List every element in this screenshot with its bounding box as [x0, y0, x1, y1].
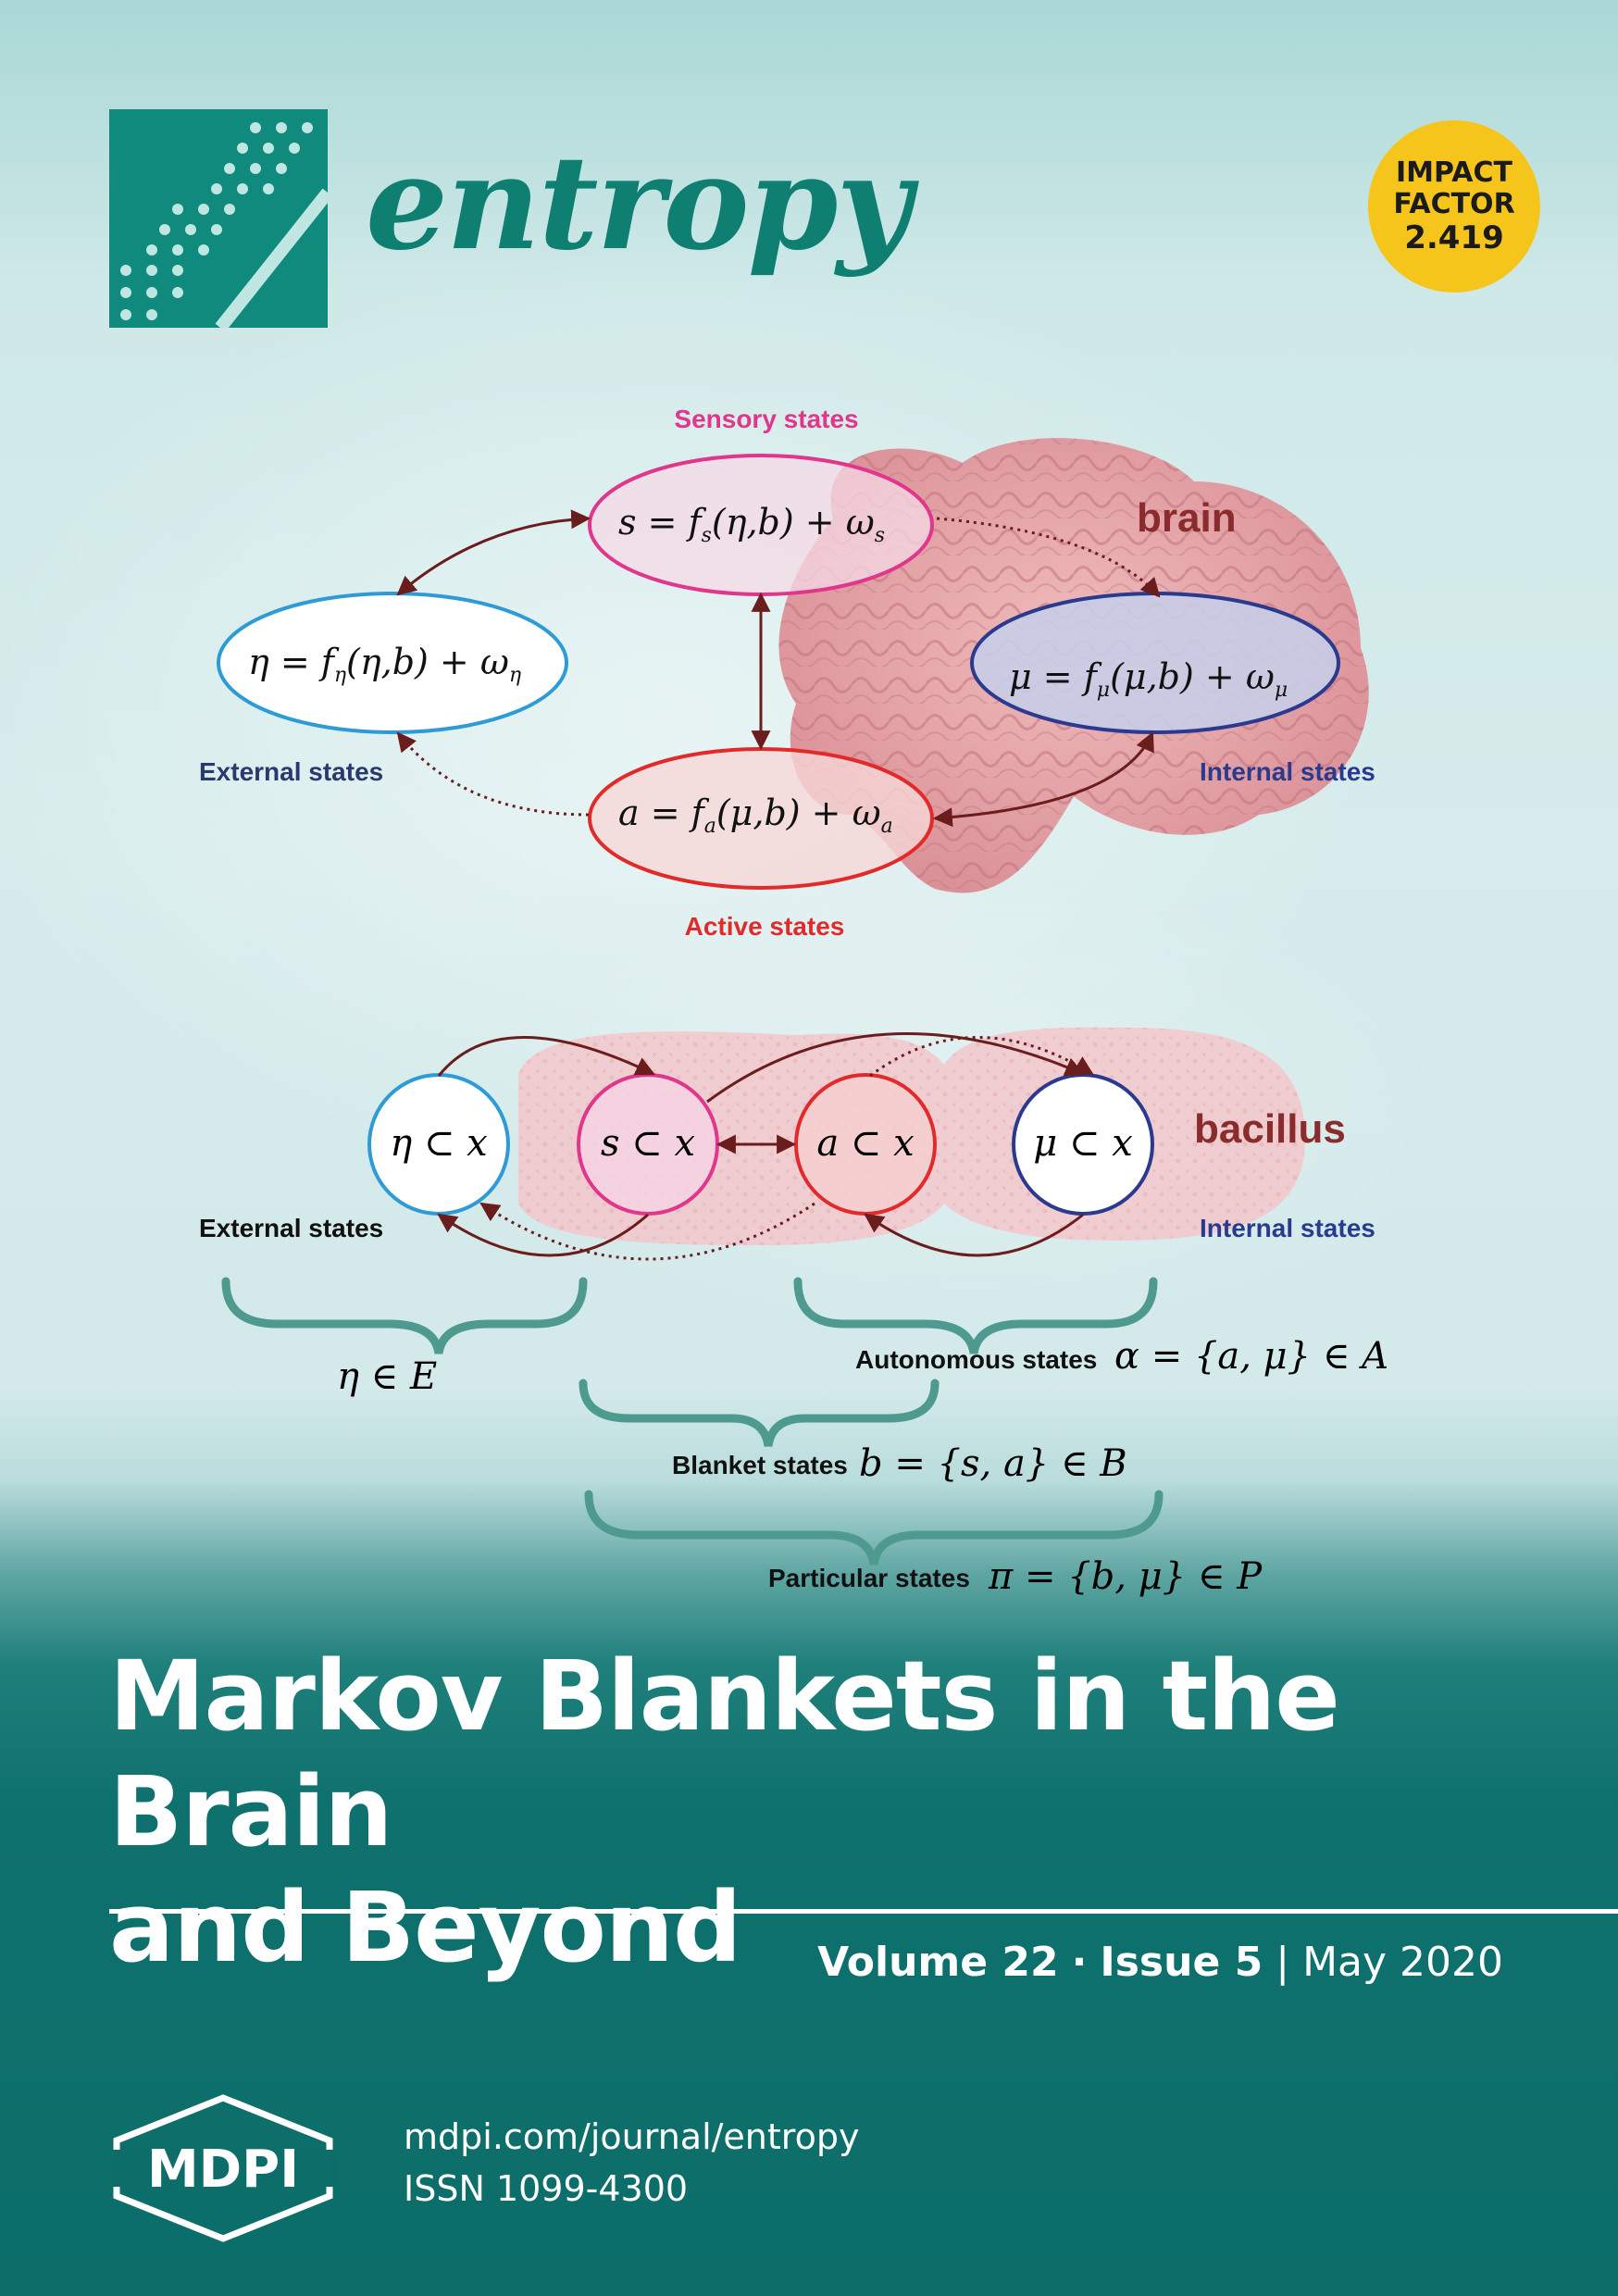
brace-blanket	[579, 1379, 940, 1447]
autonomous-set-math: α = {a, μ} ∈ A	[1114, 1335, 1388, 1378]
title-divider	[109, 1909, 1618, 1914]
issue-separator: ·	[1071, 1939, 1088, 1986]
internal-equation: μ = fμ(μ,b) + ωμ	[1009, 656, 1288, 702]
issue-pipe: |	[1276, 1939, 1290, 1986]
impact-label-2: FACTOR	[1393, 187, 1515, 220]
internal-states-label: Internal states	[1200, 757, 1375, 786]
arrow-b-active-external	[479, 1202, 815, 1261]
active-states-label: Active states	[685, 912, 845, 941]
arrow-active-internal	[932, 731, 1154, 828]
brace-autonomous	[793, 1277, 1158, 1354]
bacillus-external-label: External states	[199, 1214, 383, 1242]
blanket-set-math: b = {s, a} ∈ B	[859, 1442, 1127, 1485]
external-state-node	[217, 592, 568, 734]
sensory-states-label: Sensory states	[674, 405, 858, 433]
external-states-label: External states	[199, 757, 383, 786]
arrow-b-sensory-external	[437, 1213, 649, 1257]
external-subset-math: η ⊂ x	[390, 1122, 487, 1165]
bacillus-internal-label: Internal states	[1200, 1214, 1375, 1242]
cover-title: Markov Blankets in the Brain and Beyond	[109, 1639, 1553, 1986]
volume: Volume 22	[817, 1939, 1059, 1986]
external-equation: η = fη(η,b) + ωη	[248, 642, 521, 687]
journal-name: entropy	[366, 128, 912, 280]
issue-number: Issue 5	[1100, 1939, 1263, 1986]
impact-value: 2.419	[1404, 218, 1504, 256]
brace-external	[221, 1277, 588, 1354]
particular-states-label: Particular states	[768, 1564, 970, 1592]
arrow-b-internal-active	[864, 1213, 1084, 1257]
particular-set-math: π = {b, μ} ∈ P	[988, 1555, 1263, 1598]
title-line-1: Markov Blankets in the Brain	[109, 1640, 1340, 1868]
sensory-equation: s = fs(η,b) + ωs	[618, 502, 885, 547]
impact-label-1: IMPACT	[1396, 156, 1512, 190]
state-braces	[221, 1277, 1164, 1566]
issue-info: Volume 22 · Issue 5 | May 2020	[817, 1939, 1503, 1986]
active-subset-math: a ⊂ x	[816, 1122, 914, 1165]
arrow-external-sensory	[396, 509, 591, 596]
brace-particular	[584, 1490, 1164, 1566]
arrow-b-external-sensory	[437, 1036, 655, 1077]
impact-factor-badge: IMPACT FACTOR 2.419	[1368, 120, 1540, 293]
issue-date: May 2020	[1302, 1939, 1503, 1986]
autonomous-states-label: Autonomous states	[855, 1345, 1097, 1374]
external-set-math: η ∈ E	[337, 1355, 437, 1398]
mdpi-logo-text: MDPI	[147, 2140, 299, 2200]
mdpi-logo-icon: MDPI	[109, 2094, 337, 2242]
title-line-2: and Beyond	[109, 1871, 741, 1984]
arrow-b-active-internal-dotted	[869, 1036, 1094, 1078]
blanket-states-label: Blanket states	[672, 1451, 848, 1479]
issn: ISSN 1099-4300	[404, 2168, 689, 2209]
arrow-active-external	[396, 731, 590, 817]
bacillus-label: bacillus	[1194, 1106, 1346, 1152]
internal-subset-math: μ ⊂ x	[1033, 1122, 1133, 1165]
journal-url[interactable]: mdpi.com/journal/entropy	[404, 2116, 860, 2157]
brain-label: brain	[1137, 495, 1237, 541]
sensory-subset-math: s ⊂ x	[601, 1122, 695, 1165]
markov-blanket-figure: brain s = fs(η,b) + ωs η = fη(η,b) + ωη …	[199, 405, 1388, 1598]
arrow-b-sensory-internal	[706, 1032, 1085, 1104]
journal-logo-icon	[109, 109, 328, 328]
active-equation: a = fa(μ,b) + ωa	[618, 792, 893, 838]
